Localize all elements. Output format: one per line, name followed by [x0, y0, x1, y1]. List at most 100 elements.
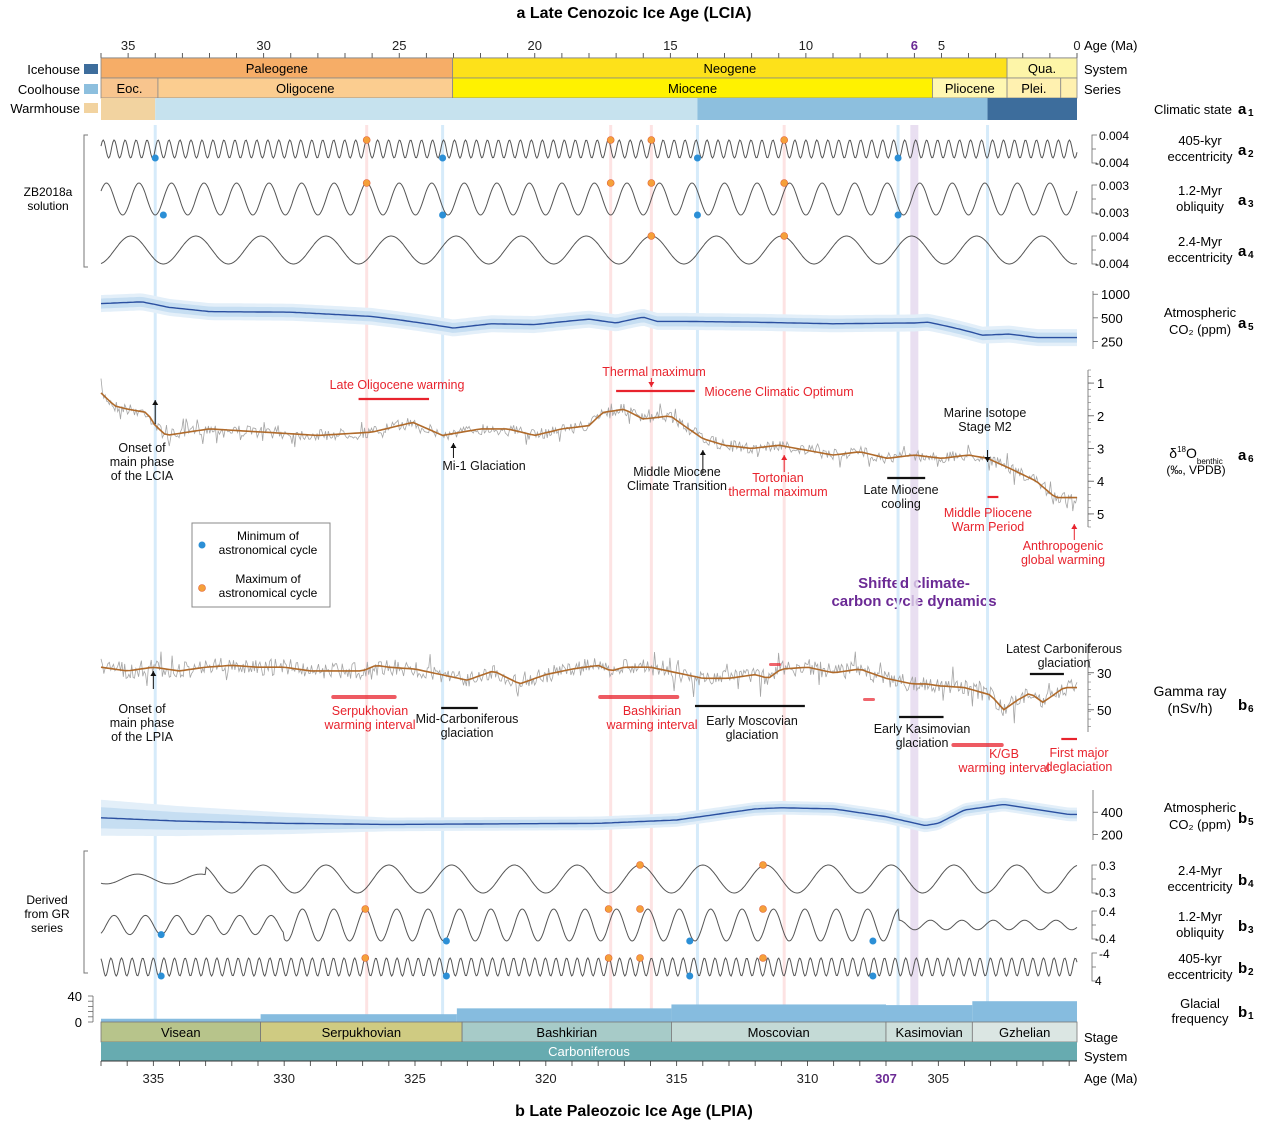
- gf-label-line2: frequency: [1171, 1011, 1229, 1026]
- solution-label-line1: ZB2018a: [24, 185, 73, 199]
- a-age-tick-label: 30: [256, 38, 270, 53]
- annotation-label: main phase: [110, 455, 175, 469]
- y-tick-label: 0.003: [1099, 179, 1129, 193]
- climatic-state-label: Climatic state: [1154, 102, 1232, 117]
- a-age-tick-label: 35: [121, 38, 135, 53]
- b6-smoothed-series: [100, 664, 1077, 711]
- maximum-marker: [636, 905, 644, 913]
- annotation-label: cooling: [881, 497, 921, 511]
- maximum-marker: [780, 232, 789, 240]
- annotation-label: glaciation: [726, 728, 779, 742]
- b-stage-row-label: Stage: [1084, 1030, 1118, 1045]
- annotation-label: Miocene Climatic Optimum: [704, 385, 853, 399]
- system-unit-label: Neogene: [703, 61, 756, 76]
- maximum-marker: [362, 179, 371, 187]
- co2-label-line2: CO₂ (ppm): [1169, 817, 1231, 832]
- annotation-label: glaciation: [1038, 656, 1091, 670]
- y-axis-bracket: [1091, 134, 1097, 164]
- a-age-tick-label: 10: [799, 38, 813, 53]
- proxy-y-tick-label: 2: [1097, 409, 1104, 424]
- gamma-label-line1: Gamma ray: [1153, 683, 1226, 699]
- co2-y-tick-label: 400: [1101, 805, 1123, 820]
- track-label-line1: 2.4-Myr: [1178, 234, 1223, 249]
- maximum-marker: [604, 954, 613, 962]
- annotation-label: Middle Pliocene: [944, 506, 1032, 520]
- minimum-marker: [151, 154, 159, 162]
- legend-icehouse-label: Icehouse: [27, 62, 80, 77]
- maximum-marker: [759, 954, 767, 962]
- glacial-frequency-bar: [885, 1005, 973, 1022]
- coolhouse-swatch: [84, 84, 98, 94]
- annotation-arrowhead: [984, 457, 991, 462]
- panel-id-a1: a: [1238, 101, 1247, 118]
- icehouse-swatch: [84, 64, 98, 74]
- b-age-tick-label: 335: [142, 1071, 164, 1086]
- stage-unit-label: Gzhelian: [999, 1025, 1050, 1040]
- minimum-marker: [442, 972, 450, 980]
- maximum-marker-icon: [198, 584, 206, 592]
- maximum-marker: [647, 232, 656, 240]
- b-age-tick-label: 320: [535, 1071, 557, 1086]
- annotation-arrowhead: [1071, 524, 1078, 529]
- annotation-label: of the LPIA: [111, 730, 174, 744]
- proxy-y-tick-label: 4: [1097, 474, 1104, 489]
- minimum-marker: [894, 154, 902, 162]
- annotation-label: global warming: [1021, 553, 1105, 567]
- panel-id-a1-sub: 1: [1248, 108, 1254, 119]
- b6-raw-series: [100, 651, 1078, 724]
- marker-legend: Minimum of astronomical cycle Maximum of…: [191, 522, 331, 608]
- annotation-label: warming interval: [323, 718, 415, 732]
- a-age-tick-label: 6: [911, 38, 918, 53]
- annotation-arrowhead: [150, 671, 157, 676]
- annotation-interval-bar: [598, 695, 680, 699]
- annotation-label: Stage M2: [958, 420, 1012, 434]
- d18o-label-part: 18: [1177, 445, 1186, 454]
- annotation-interval-bar: [331, 695, 397, 699]
- track-label-line1: 405-kyr: [1178, 133, 1222, 148]
- legend-min-line1: Minimum of: [237, 529, 300, 543]
- stage-unit-label: Kasimovian: [896, 1025, 963, 1040]
- y-axis-bracket: [1091, 910, 1097, 940]
- annotation-arrowhead: [648, 382, 655, 387]
- maximum-marker: [361, 905, 370, 913]
- legend-coolhouse-label: Coolhouse: [18, 82, 80, 97]
- b5-co2-inner-band: [101, 800, 1077, 830]
- panel-id-sub: 5: [1248, 322, 1254, 333]
- a6-raw-series: [100, 378, 1078, 512]
- annotation-arrowhead: [781, 455, 788, 460]
- minimum-marker: [439, 211, 447, 219]
- climatic-state-segment: [987, 98, 1077, 120]
- glacial-frequency-bar: [101, 1018, 261, 1022]
- y-tick-label: -0.4: [1095, 932, 1116, 946]
- annotation-label: Early Kasimovian: [874, 722, 971, 736]
- maximum-marker: [647, 179, 656, 187]
- minimum-marker: [693, 211, 701, 219]
- panel-id: b: [1238, 960, 1247, 977]
- annotation-label: Climate Transition: [627, 479, 727, 493]
- warming-mark: [769, 663, 781, 666]
- panel-id-a6-sub: 6: [1248, 454, 1254, 465]
- proxy-y-tick-label: 30: [1097, 666, 1111, 681]
- maximum-marker: [636, 954, 644, 962]
- y-tick-label: -0.004: [1095, 257, 1129, 271]
- co2-label-line1: Atmospheric: [1164, 800, 1237, 815]
- y-tick-label: -0.003: [1095, 206, 1129, 220]
- series-unit-label: Eoc.: [116, 81, 142, 96]
- annotation-label: Onset of: [118, 441, 166, 455]
- gf-y-tick-label: 40: [68, 989, 82, 1004]
- maximum-marker: [606, 136, 615, 144]
- panel-id-b1-sub: 1: [1248, 1011, 1254, 1022]
- annotation-label: Late Oligocene warming: [330, 378, 465, 392]
- annotation-label: Serpukhovian: [332, 704, 408, 718]
- maximum-marker: [606, 179, 615, 187]
- annotation-label: Early Moscovian: [706, 714, 798, 728]
- annotation-arrowhead: [699, 450, 706, 455]
- co2-y-tick-label: 500: [1101, 311, 1123, 326]
- system-unit-label: Paleogene: [246, 61, 308, 76]
- track-label-line2: eccentricity: [1167, 879, 1233, 894]
- annotation-label: Mi-1 Glaciation: [442, 459, 525, 473]
- a6-smoothed-series: [100, 392, 1077, 499]
- climatic-state-segment: [697, 98, 988, 120]
- track-label-line2: eccentricity: [1167, 250, 1233, 265]
